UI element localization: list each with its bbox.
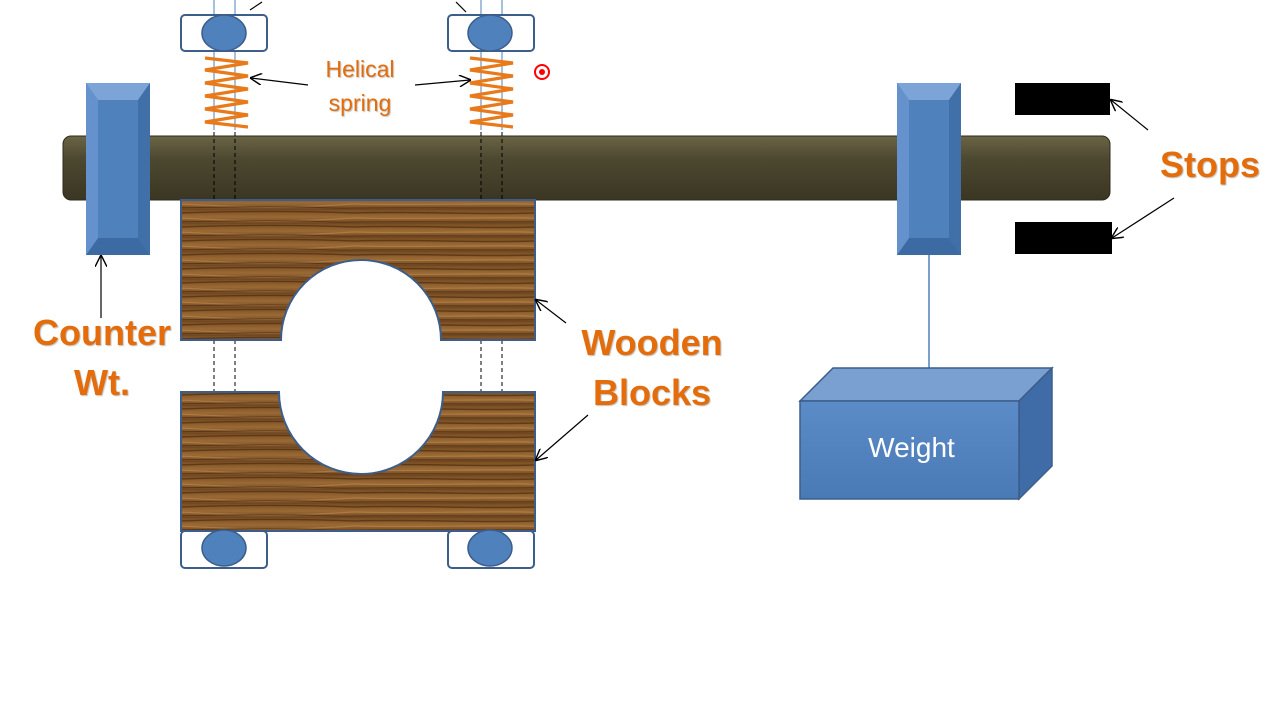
helical-spring-label: Helical spring [300,52,420,120]
upper-wooden-block [180,199,536,341]
pointer-dot-icon [534,64,550,80]
counter-weight-label-line1: Counter [33,312,171,353]
annotation-arrows [101,1,1175,460]
top-left-nut [180,14,268,52]
wooden-blocks-label-line2: Blocks [592,372,712,413]
upper-stop [1015,83,1110,115]
wooden-blocks-label: Wooden Blocks [562,318,742,418]
wooden-blocks-label-line1: Wooden [581,322,723,363]
lower-wooden-block [180,391,536,532]
bottom-left-nut [180,529,268,569]
stops-label: Stops [1159,144,1260,185]
counter-weight-label-line2: Wt. [74,362,130,403]
helical-spring-label-line1: Helical [325,56,395,82]
lower-stop [1015,222,1112,254]
helical-spring-label-line2: spring [328,90,392,116]
top-right-nut [447,14,535,52]
weight-hanger-slider [897,83,961,255]
weight-box [798,366,1054,501]
helical-spring-right [469,56,514,129]
weight-label: Weight [868,432,955,463]
counter-weight-label: Counter Wt. [18,308,186,408]
bottom-right-nut [447,529,535,569]
helical-spring-left [204,56,249,129]
shaft [62,135,1111,201]
counter-weight-slider [86,83,150,255]
